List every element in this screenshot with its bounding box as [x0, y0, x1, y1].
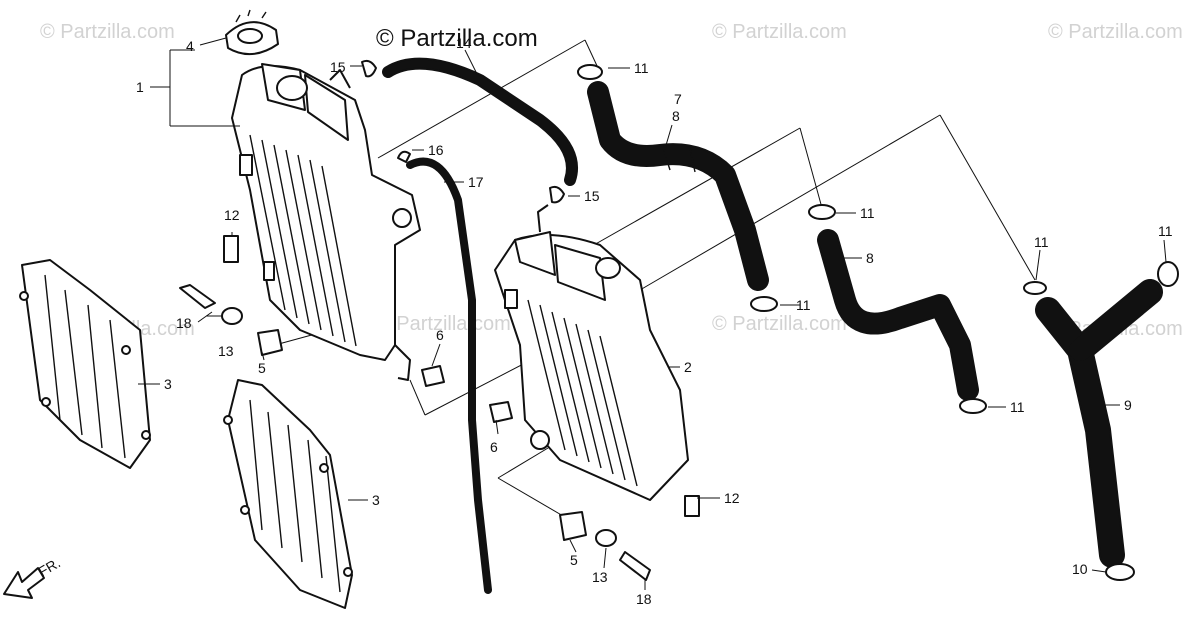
diagram-title: © Partzilla.com — [376, 25, 538, 52]
watermark-mid-right: © Partzilla.com — [712, 313, 847, 335]
callout-1: 1 — [136, 79, 144, 95]
callout-8-lower: 8 — [866, 250, 874, 266]
hose-clamps — [577, 64, 1179, 581]
callout-4: 4 — [186, 38, 194, 54]
watermark-mid-center: © Partzilla.com — [376, 313, 511, 335]
left-louver — [19, 259, 151, 469]
callout-3-lower-louver: 3 — [372, 492, 380, 508]
callout-6-right: 6 — [490, 439, 498, 455]
callout-17: 17 — [468, 174, 484, 190]
upper-right-hose — [587, 81, 769, 291]
callout-11-f: 11 — [1158, 223, 1173, 239]
callout-leaders — [138, 37, 1167, 590]
callout-numbers: 1 2 3 3 4 5 5 6 6 7 8 8 9 10 11 11 11 11… — [136, 35, 1173, 607]
callout-11-e: 11 — [1034, 234, 1049, 250]
callout-18-right: 18 — [636, 591, 652, 607]
callout-8-upper: 8 — [672, 108, 680, 124]
callout-11-c: 11 — [796, 297, 811, 313]
lower-hose — [817, 229, 979, 401]
y-hose — [1035, 279, 1163, 568]
callout-13-left: 13 — [218, 343, 234, 359]
callout-11-d: 11 — [1010, 399, 1025, 415]
callout-13-right: 13 — [592, 569, 608, 585]
front-arrow: FR. — [3, 554, 63, 599]
watermark-top-right: © Partzilla.com — [1048, 21, 1183, 43]
callout-11-a: 11 — [634, 60, 649, 76]
callout-2: 2 — [684, 359, 692, 375]
overflow-tube — [406, 157, 492, 594]
callout-16: 16 — [428, 142, 444, 158]
watermark-top-left: © Partzilla.com — [40, 21, 175, 43]
reference-lines — [274, 39, 1036, 521]
callout-14: 14 — [456, 35, 472, 51]
callout-7: 7 — [674, 91, 682, 107]
callout-3-upper-louver: 3 — [164, 376, 172, 392]
callout-18-left: 18 — [176, 315, 192, 331]
callout-9: 9 — [1124, 397, 1132, 413]
right-louver — [223, 379, 353, 609]
callout-15-lower: 15 — [584, 188, 600, 204]
callout-12-right: 12 — [724, 490, 740, 506]
right-radiator — [494, 204, 689, 501]
callout-11-b: 11 — [860, 205, 875, 221]
callout-12-left: 12 — [224, 207, 240, 223]
radiator-cap — [225, 9, 279, 55]
callout-10: 10 — [1072, 561, 1088, 577]
callout-6-left: 6 — [436, 327, 444, 343]
hardware — [179, 59, 700, 581]
callout-5-right: 5 — [570, 552, 578, 568]
left-radiator — [231, 63, 421, 381]
callout-15-upper: 15 — [330, 59, 346, 75]
watermark-top-center: © Partzilla.com — [712, 21, 847, 43]
callout-5-left: 5 — [258, 360, 266, 376]
